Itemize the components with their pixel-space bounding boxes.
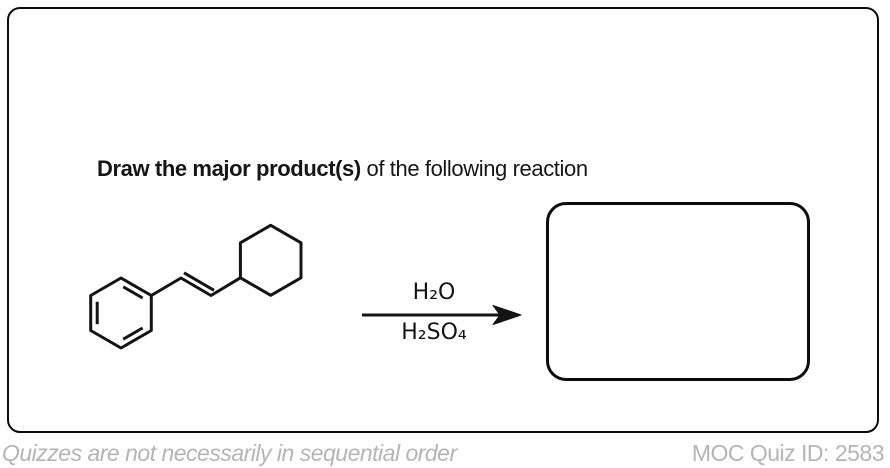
benzene-inner-bond-1 (122, 285, 144, 300)
footer-note: Quizzes are not necessarily in sequentia… (2, 440, 457, 466)
reaction-arrow (362, 305, 522, 325)
benzene-inner-bond-3 (122, 326, 144, 341)
prompt-regular-text: of the following reaction (360, 156, 589, 181)
reagent-below-arrow-label: H₂SO₄ (401, 320, 467, 345)
question-prompt: Draw the major product(s) of the followi… (97, 156, 588, 182)
cyclohexane-ring (238, 223, 303, 297)
reactant-structure (89, 223, 303, 350)
prompt-bold-text: Draw the major product(s) (97, 156, 361, 181)
reagent-above-arrow-label: H₂O (412, 280, 456, 305)
benzene-ring (89, 276, 153, 350)
vinyl-chain (150, 276, 242, 297)
question-panel: Draw the major product(s) of the followi… (7, 7, 879, 433)
arrow-head (492, 305, 522, 325)
answer-box[interactable] (546, 202, 810, 381)
footer-quiz-id: MOC Quiz ID: 2583 (691, 440, 885, 466)
double-bond-line (183, 271, 215, 292)
